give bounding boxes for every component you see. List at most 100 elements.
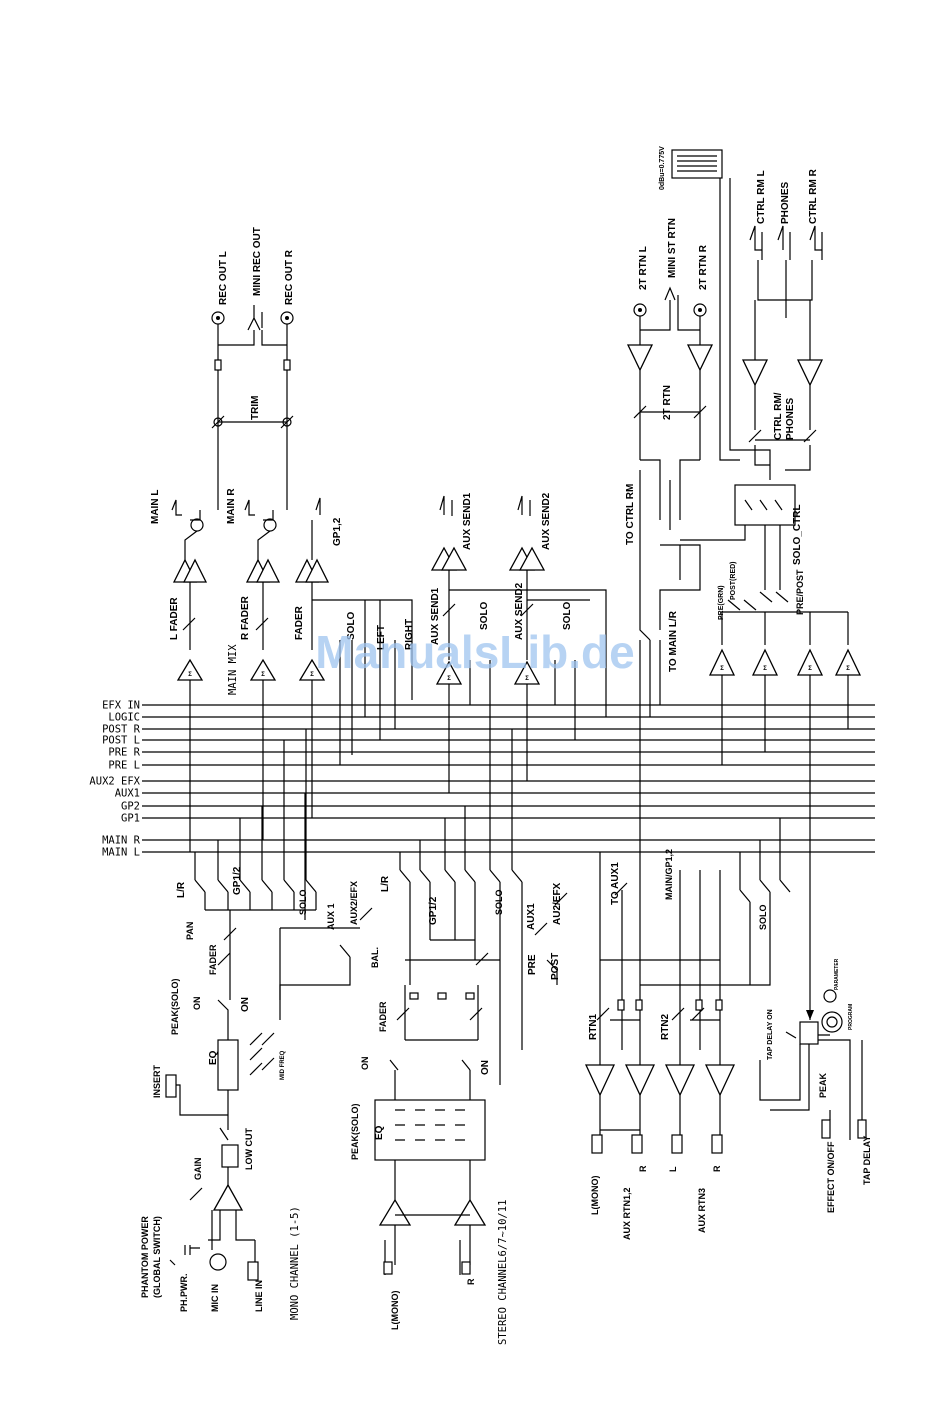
label-aux-rtn3: AUX RTN3 bbox=[697, 1188, 707, 1233]
label-ctrl-rm-phones: CTRL RM/ bbox=[773, 392, 784, 440]
insert-jack bbox=[165, 1074, 177, 1098]
rtn3-l-amp bbox=[664, 1064, 696, 1097]
bus-label: AUX1 bbox=[115, 788, 140, 800]
label-peak-efx: PEAK bbox=[818, 1072, 828, 1098]
bus-label: LOGIC bbox=[108, 712, 140, 724]
label-aux1-st: AUX1 bbox=[526, 903, 537, 930]
label-mic-in: MIC IN bbox=[210, 1284, 220, 1312]
bus-label: EFX IN bbox=[102, 700, 140, 712]
output-section: Σ Σ Σ Σ Σ bbox=[171, 149, 862, 852]
bus-label: POST L bbox=[102, 735, 140, 747]
label-solo-aux1: SOLO bbox=[479, 601, 490, 630]
aux-rtn3-l-jack bbox=[671, 1134, 683, 1154]
label-post-red: POST(RED) bbox=[730, 562, 737, 601]
label-pan: PAN bbox=[185, 922, 195, 940]
rtn1-r-amp bbox=[624, 1064, 656, 1097]
label-main-l: MAIN L bbox=[150, 490, 161, 524]
label-aux-rtn12: AUX RTN1,2 bbox=[622, 1187, 632, 1240]
label-eq-st: EQ bbox=[374, 1125, 385, 1140]
mono-eq-block bbox=[217, 1039, 239, 1091]
2t-rtn-r-amp bbox=[686, 344, 714, 372]
stereo-l-preamp bbox=[378, 1198, 412, 1226]
aux-rtn1-r-jack bbox=[631, 1134, 643, 1154]
label-r-rtn: R bbox=[638, 1165, 648, 1172]
bus-label: GP1 bbox=[121, 813, 140, 825]
label-solo-top: SOLO bbox=[346, 611, 357, 640]
label-gp12-mono: GP1/2 bbox=[232, 866, 243, 895]
svg-text:Σ: Σ bbox=[447, 676, 451, 682]
watermark: ManualsLib.de bbox=[315, 626, 634, 678]
bus-label: POST R bbox=[102, 724, 141, 736]
2t-rtn-l-amp bbox=[626, 344, 654, 372]
mono-channel bbox=[165, 729, 373, 1281]
stereo-r-preamp bbox=[453, 1198, 487, 1226]
label-rtn2t-l: 2T RTN L bbox=[638, 246, 649, 290]
label-solo-ctrl: SOLO_CTRL bbox=[792, 504, 803, 565]
label-on-st2: ON bbox=[480, 1060, 491, 1075]
label-gain: GAIN bbox=[193, 1158, 203, 1181]
label-mono-channel: MONO CHANNEL (1-5) bbox=[289, 1206, 301, 1320]
svg-text:Σ: Σ bbox=[261, 672, 265, 678]
label-fader-st: FADER bbox=[378, 1001, 388, 1032]
label-pre-st: PRE bbox=[527, 954, 538, 975]
label-rtn1: RTN1 bbox=[588, 1013, 599, 1040]
label-rec-out-l: REC OUT L bbox=[218, 251, 229, 305]
label-r-fader: R FADER bbox=[240, 595, 251, 640]
effect-onoff-jack bbox=[821, 1119, 831, 1139]
label-mid-freq: MID FREQ bbox=[280, 1050, 286, 1080]
label-trim: TRIM bbox=[250, 396, 261, 420]
label-tap-delay: TAP DELAY bbox=[862, 1136, 872, 1185]
label-main-r: MAIN R bbox=[226, 488, 237, 524]
label-r-st: R bbox=[466, 1278, 476, 1285]
label-aux2efx-mono: AUX2/EFX bbox=[349, 881, 359, 925]
label-right-top: RIGHT bbox=[404, 619, 415, 650]
stereo-l-jack bbox=[383, 1261, 393, 1275]
program-knob bbox=[821, 1011, 843, 1033]
mic-in-xlr bbox=[209, 1253, 227, 1271]
label-parameter: PARAMETER bbox=[834, 958, 840, 990]
label-lr-st: L/R bbox=[380, 875, 391, 892]
label-ctrl-rm-l: CTRL RM L bbox=[756, 170, 767, 224]
label-insert: INSERT bbox=[152, 1064, 162, 1098]
label-eq-mono: EQ bbox=[208, 1050, 219, 1065]
low-cut-switch bbox=[221, 1144, 239, 1168]
stereo-channel bbox=[374, 729, 568, 1275]
label-program: PROGRAM bbox=[848, 1004, 854, 1030]
label-on-st: ON bbox=[360, 1057, 370, 1071]
label-to-main-lr: TO MAIN L/R bbox=[668, 610, 679, 672]
label-on-mono: ON bbox=[192, 997, 202, 1011]
label-gp12: GP1,2 bbox=[332, 517, 343, 546]
label-l-fader: L FADER bbox=[169, 597, 180, 640]
label-solo-st: SOLO bbox=[494, 889, 504, 915]
bus-label: MAIN R bbox=[102, 835, 141, 847]
label-global-switch: (GLOBAL SWITCH) bbox=[152, 1216, 162, 1298]
label-rtn2t-r: 2T RTN R bbox=[698, 244, 709, 290]
label-to-aux1: TO AUX1 bbox=[610, 862, 621, 905]
label-line-in: LINE IN bbox=[254, 1280, 264, 1312]
svg-text:Σ: Σ bbox=[525, 676, 529, 682]
stereo-eq-block bbox=[374, 1099, 486, 1161]
label-effect-onoff: EFFECT ON/OFF bbox=[826, 1141, 836, 1213]
main-l-xlr bbox=[190, 518, 204, 532]
bus-label: GP2 bbox=[121, 801, 140, 813]
svg-text:Σ: Σ bbox=[188, 672, 192, 678]
label-post-st: POST bbox=[550, 953, 561, 980]
label-ctrl-rm-r: CTRL RM R bbox=[808, 168, 819, 224]
label-ph-power: PHANTOM POWER bbox=[140, 1216, 150, 1298]
label-stereo-channel: STEREO CHANNEL6/7~10/11 bbox=[497, 1200, 509, 1345]
dsp-block bbox=[799, 1021, 819, 1045]
label-phones: PHONES bbox=[780, 181, 791, 224]
label-meter-ref: 0dBu=0.775V bbox=[659, 146, 666, 190]
aux-rtn3-r-jack bbox=[711, 1134, 723, 1154]
mic-preamp bbox=[212, 1183, 244, 1211]
label-phones2: PHONES bbox=[785, 397, 796, 440]
label-l-rtn: L bbox=[668, 1166, 678, 1172]
label-peak-solo-st: PEAK(SOLO) bbox=[350, 1103, 360, 1160]
label-mini-st-rtn: MINI ST RTN bbox=[667, 218, 678, 278]
label-lr-mono: L/R bbox=[176, 881, 187, 898]
label-aux-send2-out: AUX SEND2 bbox=[541, 492, 552, 550]
rtn3-r-amp bbox=[704, 1064, 736, 1097]
